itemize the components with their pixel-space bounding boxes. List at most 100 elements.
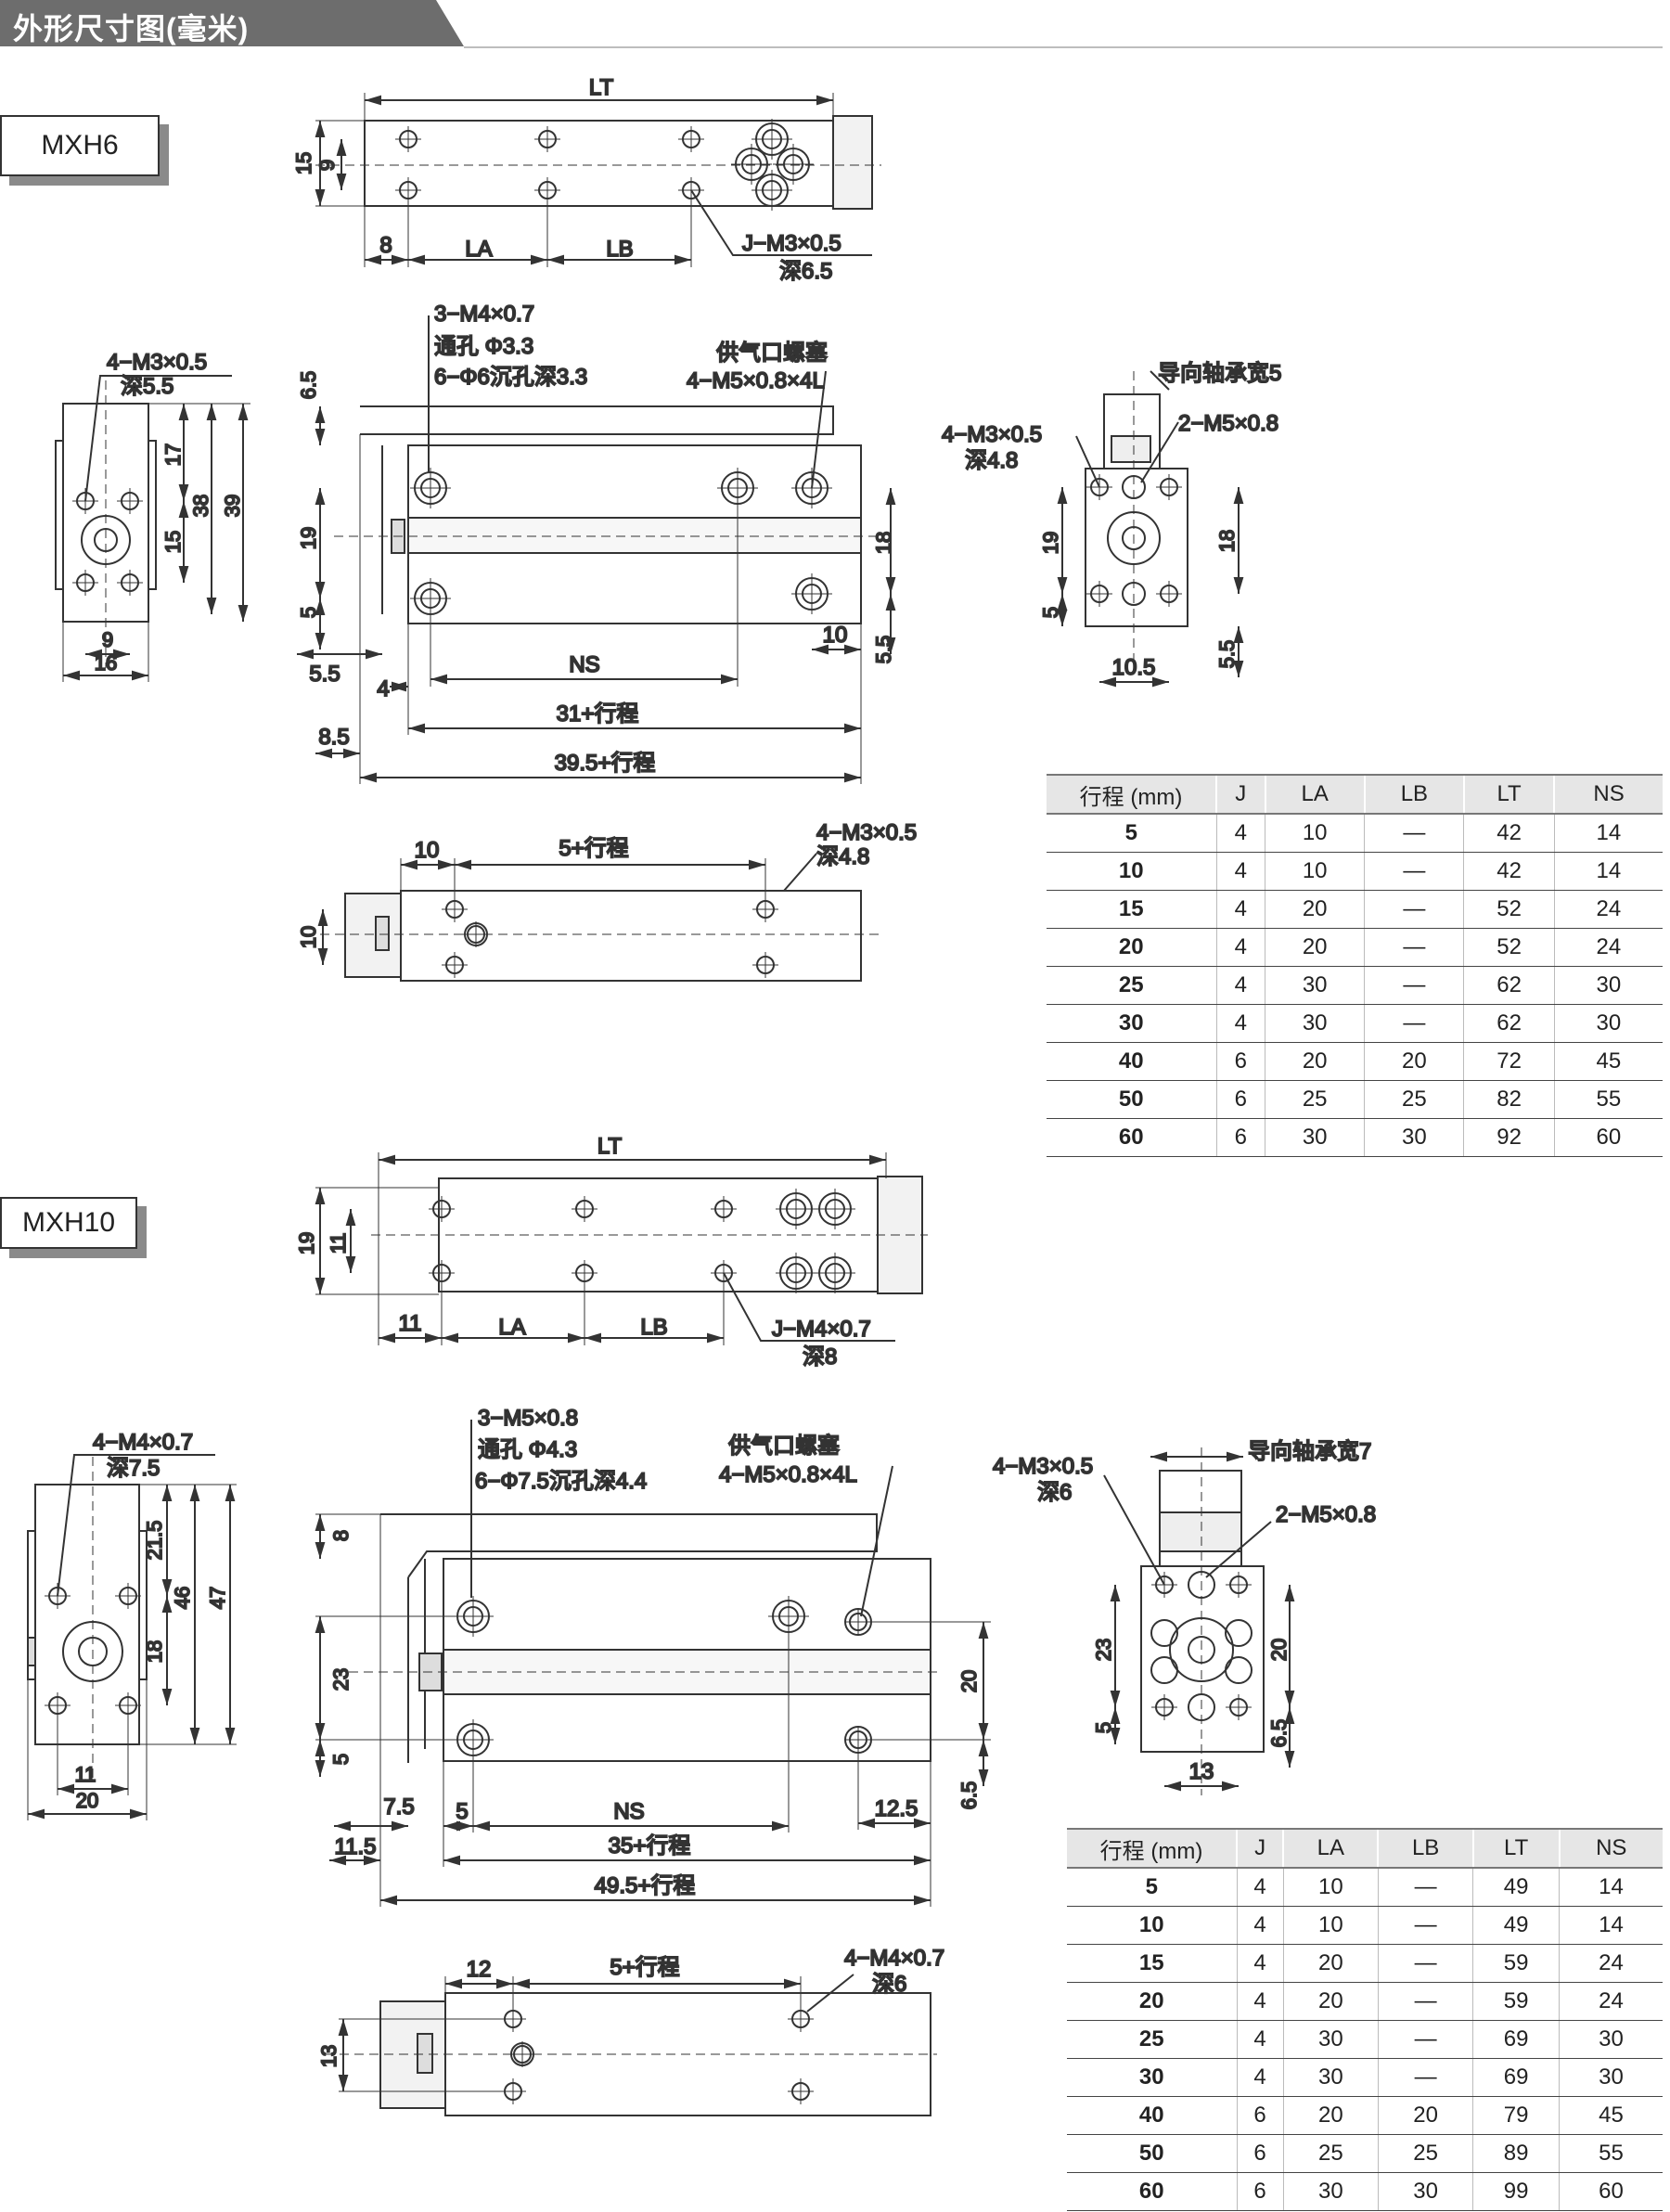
table-cell: 10 <box>1067 1906 1237 1945</box>
mxh10-side-d75: 7.5 <box>383 1794 414 1820</box>
table-cell: 25 <box>1377 2134 1473 2173</box>
mxh10-end-view <box>27 1454 237 1820</box>
mxh6-side-d4: 4 <box>377 676 389 701</box>
table-cell: — <box>1364 890 1464 929</box>
table-cell: 30 <box>1265 1118 1365 1157</box>
table-cell: 20 <box>1377 2096 1473 2135</box>
table-cell: 30 <box>1282 2058 1379 2097</box>
mxh6-front-hole: 4−M3×0.5 <box>942 422 1042 447</box>
table-cell: 30 <box>1067 2058 1237 2097</box>
mxh6-front-d19: 19 <box>1039 532 1062 554</box>
table-cell: 42 <box>1463 814 1555 853</box>
mxh10-side-d23: 23 <box>329 1668 353 1691</box>
mxh10-end-d18: 18 <box>143 1640 166 1663</box>
mxh10-bottom-s5: 5+行程 <box>610 1955 679 1980</box>
mxh10-side-view <box>315 1420 991 1907</box>
mxh10-bottom-hole: 4−M4×0.7 <box>844 1946 944 1971</box>
page-title: 外形尺寸图(毫米) <box>13 12 250 45</box>
table-cell: 24 <box>1553 928 1663 967</box>
mxh10-top-d19: 19 <box>295 1232 318 1254</box>
mxh6-end-d15: 15 <box>161 531 185 553</box>
mxh6-bottom-depth: 深4.8 <box>816 844 869 869</box>
mxh6-side-s31: 31+行程 <box>557 701 639 727</box>
mxh10-front-guide: 导向轴承宽7 <box>1248 1439 1371 1464</box>
table-cell: 55 <box>1559 2134 1663 2173</box>
mxh10-top-d11b: 11 <box>399 1311 422 1336</box>
mxh10-bottom-depth: 深6 <box>872 1972 906 1997</box>
table-cell: — <box>1364 852 1464 891</box>
mxh6-end-d39: 39 <box>221 495 244 517</box>
table-header-cell: LB <box>1363 774 1464 815</box>
mxh10-front-view <box>1103 1447 1295 1795</box>
mxh6-front-depth: 深4.8 <box>965 448 1018 473</box>
mxh6-side-n1: 3−M4×0.7 <box>434 302 534 327</box>
mxh10-side-ns: NS <box>613 1799 644 1824</box>
table-cell: 30 <box>1282 2020 1379 2059</box>
mxh6-end-view <box>55 375 250 682</box>
mxh6-end-d9: 9 <box>102 628 113 651</box>
table-header-cell: LT <box>1462 774 1555 815</box>
mxh10-side-d125: 12.5 <box>875 1796 918 1821</box>
mxh10-end-d46: 46 <box>171 1587 194 1609</box>
table-cell: 60 <box>1047 1118 1216 1157</box>
model-label-mxh10: MXH10 <box>0 1197 137 1249</box>
table-cell: 14 <box>1553 852 1663 891</box>
mxh6-side-view <box>297 315 896 784</box>
table-header-cell: NS <box>1553 774 1663 815</box>
table-cell: 30 <box>1047 1004 1216 1043</box>
table-cell: 89 <box>1472 2134 1560 2173</box>
table-cell: 25 <box>1364 1080 1464 1119</box>
table-cell: 52 <box>1463 928 1555 967</box>
mxh10-side-s35: 35+行程 <box>609 1833 691 1858</box>
table-cell: — <box>1364 814 1464 853</box>
mxh10-end-hole: 4−M4×0.7 <box>93 1430 193 1455</box>
table-cell: 20 <box>1265 1042 1365 1081</box>
mxh10-side-d5b: 5 <box>456 1799 468 1824</box>
table-cell: 6 <box>1236 2134 1284 2173</box>
mxh6-top-la: LA <box>465 237 492 262</box>
table-cell: 6 <box>1236 2096 1284 2135</box>
mxh6-end-d17: 17 <box>161 444 185 466</box>
mxh10-front-d20: 20 <box>1267 1639 1291 1661</box>
table-cell: 4 <box>1215 1004 1265 1043</box>
table-cell: 60 <box>1553 1118 1663 1157</box>
model-label-mxh6: MXH6 <box>0 115 160 176</box>
mxh10-top-la: LA <box>498 1315 525 1340</box>
mxh10-side-n2: 通孔 Φ4.3 <box>478 1437 577 1462</box>
mxh10-side-n3: 6−Φ7.5沉孔深4.4 <box>475 1469 647 1494</box>
table-header-cell: NS <box>1558 1828 1663 1869</box>
table-cell: 92 <box>1463 1118 1555 1157</box>
mxh6-front-d55: 5.5 <box>1215 640 1239 669</box>
table-cell: 99 <box>1472 2172 1560 2211</box>
table-cell: 4 <box>1215 966 1265 1005</box>
table-cell: 49 <box>1472 1906 1560 1945</box>
mxh6-front-d5: 5 <box>1039 607 1062 618</box>
table-cell: 14 <box>1559 1906 1663 1945</box>
table-cell: — <box>1364 966 1464 1005</box>
mxh6-side-d18: 18 <box>872 532 895 554</box>
table-header-cell: 行程 (mm) <box>1067 1828 1237 1869</box>
mxh6-bottom-d10: 10 <box>415 838 440 863</box>
table-cell: 20 <box>1047 928 1216 967</box>
mxh6-bottom-h10: 10 <box>297 926 320 948</box>
table-cell: — <box>1364 1004 1464 1043</box>
table-cell: 4 <box>1215 852 1265 891</box>
table-cell: 10 <box>1265 814 1365 853</box>
table-cell: 20 <box>1282 1982 1379 2021</box>
table-cell: 6 <box>1215 1118 1265 1157</box>
mxh6-top-d15: 15 <box>292 152 315 174</box>
table-cell: 4 <box>1236 1982 1284 2021</box>
mxh6-side-d19: 19 <box>297 527 320 549</box>
table-cell: 25 <box>1282 2134 1379 2173</box>
table-cell: 24 <box>1559 1982 1663 2021</box>
mxh6-top-view <box>315 93 881 267</box>
